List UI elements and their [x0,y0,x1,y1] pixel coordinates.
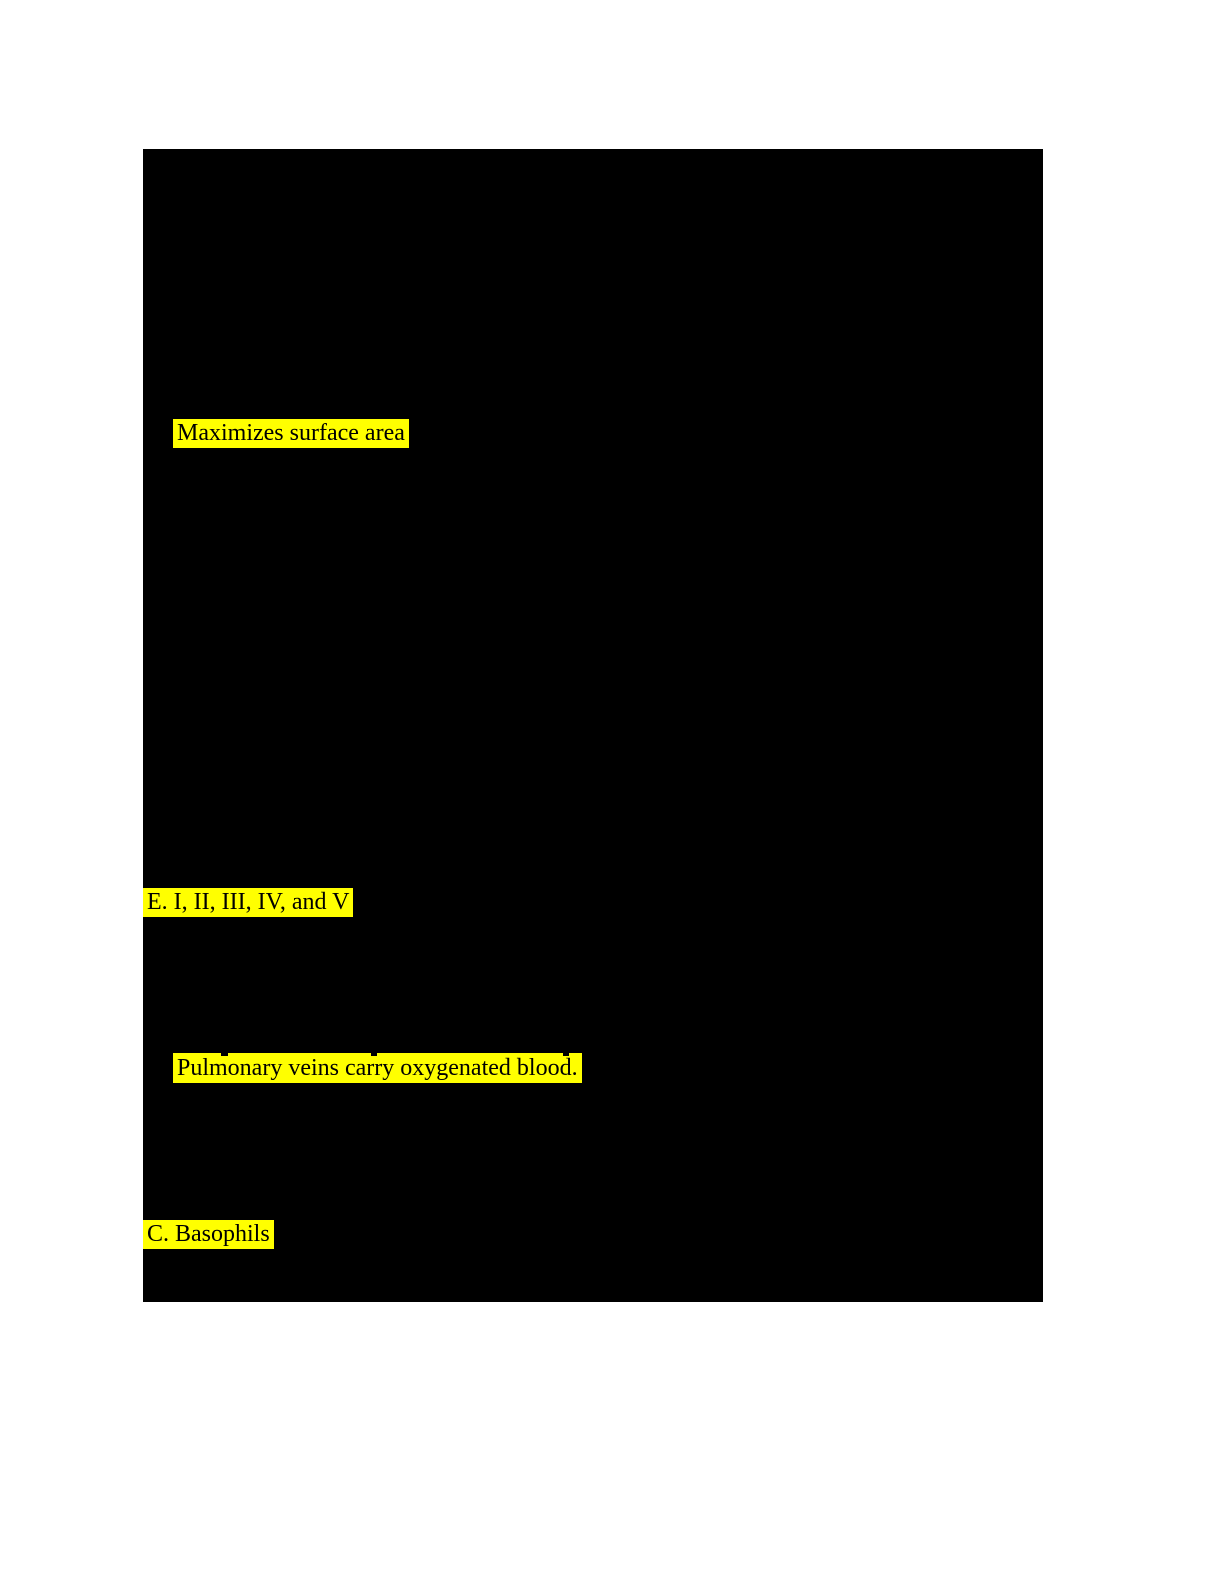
highlighted-answer-4: C. Basophils [143,1220,274,1249]
text-descender-artifact [563,1053,569,1056]
highlighted-answer-1: Maximizes surface area [173,419,409,448]
redacted-content-block [143,149,1043,1302]
text-descender-artifact [371,1053,377,1056]
text-descender-artifact [221,1053,228,1056]
highlighted-answer-3: Pulmonary veins carry oxygenated blood. [173,1053,582,1083]
highlighted-answer-2: E. I, II, III, IV, and V [143,888,354,917]
